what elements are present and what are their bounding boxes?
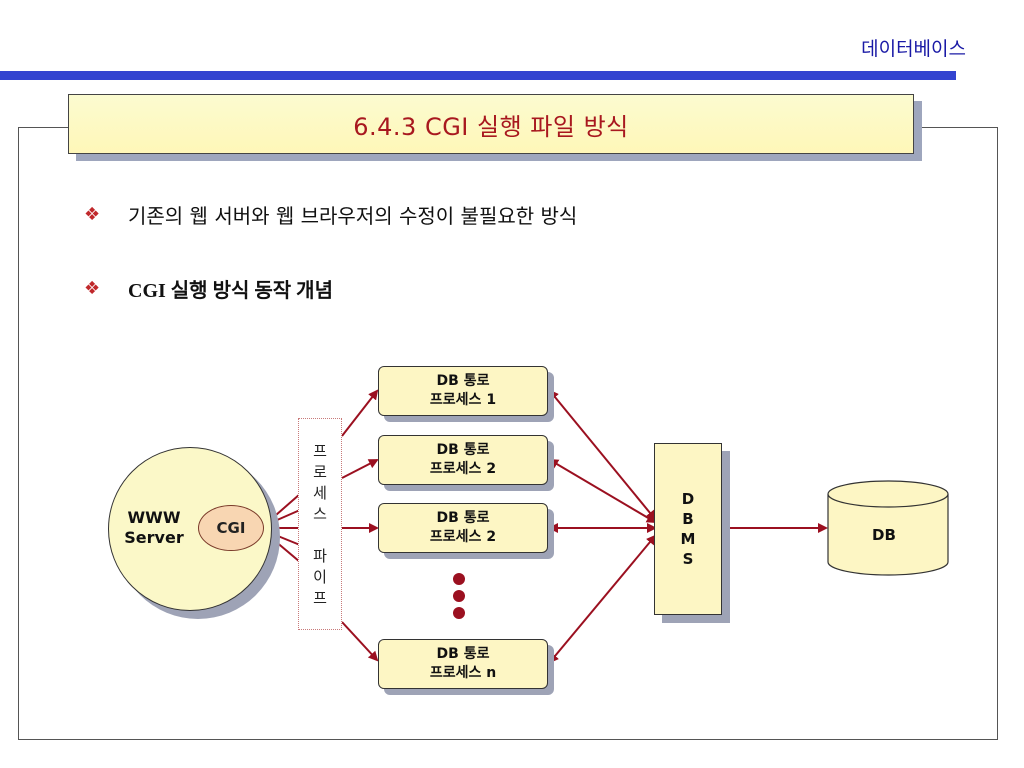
diamond-bullet-icon: ❖ [84,278,101,299]
process-label: DB 통로 [436,442,490,458]
process-label: DB 통로 [436,373,490,389]
pipe-char: 로 [313,463,327,481]
pipe-arrow [341,389,379,437]
pipe-char: 프 [313,442,327,460]
db-process-node: DB 통로 프로세스 2 [378,435,548,485]
database-cylinder-icon [827,480,949,576]
cgi-node: CGI [198,505,264,551]
header-accent-bar [0,71,956,80]
pipe-arrow [341,459,379,479]
dbms-link [548,389,657,521]
dbms-link [548,534,657,664]
pipe-char: 스 [313,505,327,523]
ellipsis-dot [453,590,465,602]
dbms-node: D B M S [654,443,722,615]
server-label-line: WWW [127,508,181,527]
db-process-node: DB 통로 프로세스 n [378,639,548,689]
pipe-char: 프 [313,589,327,607]
ellipsis-dot [453,573,465,585]
db-process-node: DB 통로 프로세스 2 [378,503,548,553]
diamond-bullet-icon: ❖ [84,204,101,225]
slide-title: 6.4.3 CGI 실행 파일 방식 [353,112,629,141]
dbms-link [548,458,657,524]
process-label: DB 통로 [436,646,490,662]
process-label: 프로세스 2 [429,461,497,477]
www-server-label: WWW Server [119,508,189,548]
pipe-char: 파 [313,547,327,565]
server-label-line: Server [124,528,184,547]
dbms-char: D [681,490,695,508]
bullet-text: CGI 실행 방식 동작 개념 [128,280,333,302]
title-banner: 6.4.3 CGI 실행 파일 방식 [68,94,914,154]
dbms-char: S [682,550,694,568]
bullet-text: 기존의 웹 서버와 웹 브라우저의 수정이 불필요한 방식 [128,204,578,228]
process-pipe: 프 로 세 스 파 이 프 [298,418,342,630]
bullet-item: ❖ 기존의 웹 서버와 웹 브라우저의 수정이 불필요한 방식 [84,200,577,229]
db-label: DB [872,526,896,544]
dbms-char: B [682,510,694,528]
dbms-char: M [680,530,696,548]
header-label: 데이터베이스 [861,38,966,60]
pipe-arrow [341,621,379,662]
pipe-char: 세 [313,484,327,502]
pipe-char [299,525,341,546]
process-label: 프로세스 n [429,665,497,681]
ellipsis-dot [453,607,465,619]
pipe-char: 이 [313,568,327,586]
process-label: DB 통로 [436,510,490,526]
process-label: 프로세스 2 [429,529,497,545]
process-label: 프로세스 1 [429,392,497,408]
bullet-item: ❖ CGI 실행 방식 동작 개념 [84,274,333,303]
db-process-node: DB 통로 프로세스 1 [378,366,548,416]
